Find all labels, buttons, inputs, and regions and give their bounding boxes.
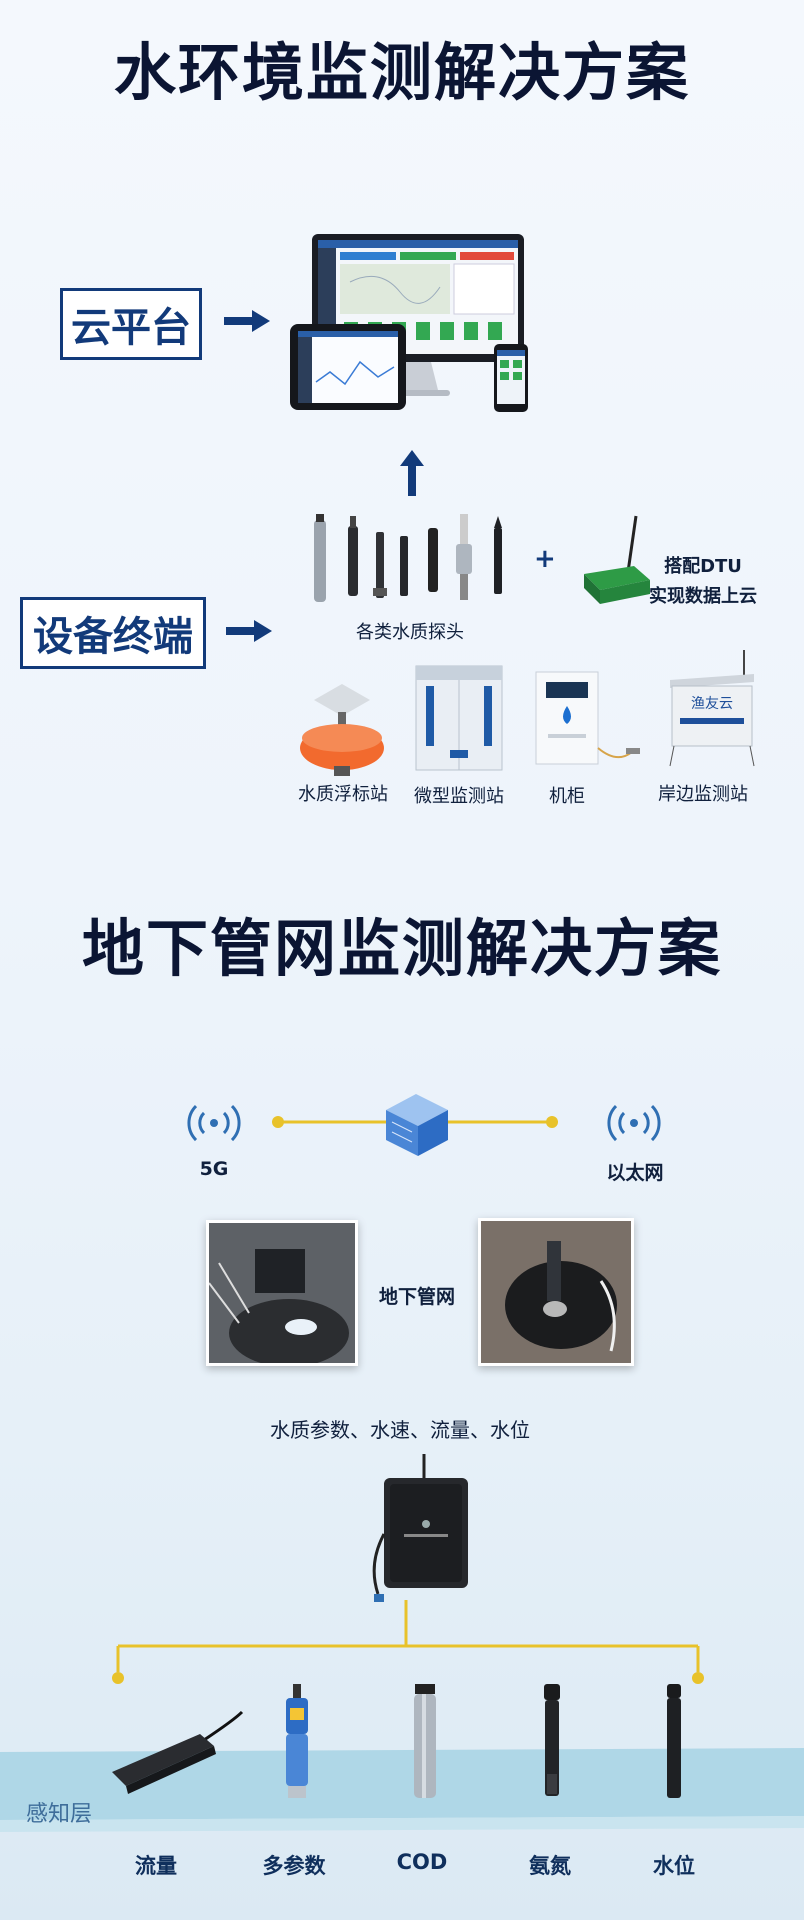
wireless-signal-icon: [187, 1104, 241, 1142]
up-arrow-icon: [400, 450, 424, 496]
sensor-label-cod: COD: [396, 1850, 448, 1874]
data-logger-icon: [372, 1454, 468, 1602]
micro-station-icon: [415, 665, 503, 771]
cloud-dashboard-devices: [290, 234, 528, 412]
shore-station-icon: 渔友云: [669, 650, 755, 767]
station-label-cabinet: 机柜: [549, 786, 585, 807]
device-terminal-label: 设备终端: [20, 597, 206, 669]
right-arrow-icon: [226, 620, 272, 642]
network-ethernet-label: 以太网: [606, 1162, 664, 1184]
water-quality-probes: [314, 514, 502, 602]
cloud-platform-label: 云平台: [60, 288, 202, 360]
section2-title: 地下管网监测解决方案: [81, 912, 722, 985]
perception-layer-label: 感知层: [26, 1802, 93, 1827]
sensor-label-ammonia: 氨氮: [529, 1854, 571, 1878]
flow-sensor-icon: [112, 1710, 244, 1794]
sensor-label-level: 水位: [653, 1854, 695, 1878]
manhole-photo-left: [206, 1220, 358, 1366]
sensor-label-flow: 流量: [135, 1854, 177, 1878]
dtu-caption-line2: 实现数据上云: [649, 586, 757, 607]
station-label-buoy: 水质浮标站: [298, 784, 388, 805]
station-label-shore: 岸边监测站: [658, 784, 748, 805]
dtu-caption-line1: 搭配DTU: [664, 556, 742, 577]
water-level-sensor-icon: [667, 1684, 681, 1798]
network-5g-label: 5G: [199, 1158, 229, 1180]
manhole-photo-right: [478, 1218, 634, 1366]
sensor-bus-line: [112, 1600, 704, 1684]
multi-parameter-sensor-icon: [286, 1684, 308, 1798]
wireless-signal-icon: [607, 1104, 661, 1142]
cabinet-icon: [535, 671, 640, 765]
cod-sensor-icon: [414, 1684, 436, 1798]
right-arrow-icon: [224, 310, 270, 332]
section1-title: 水环境监测解决方案: [113, 36, 690, 109]
sensor-label-multi: 多参数: [262, 1854, 326, 1878]
probe-caption: 各类水质探头: [356, 622, 464, 643]
perception-layer-platform: [0, 1748, 804, 1832]
pipe-network-label: 地下管网: [378, 1286, 455, 1308]
parameters-caption: 水质参数、水速、流量、水位: [270, 1418, 530, 1442]
shore-station-sign: 渔友云: [691, 696, 733, 712]
buoy-station-icon: [300, 684, 384, 776]
server-icon: [386, 1094, 448, 1156]
ammonia-nitrogen-sensor-icon: [544, 1684, 560, 1796]
server-link: [272, 1094, 558, 1156]
dtu-router-icon: [584, 515, 650, 604]
station-label-micro: 微型监测站: [414, 786, 504, 807]
plus-sign: +: [534, 544, 556, 574]
